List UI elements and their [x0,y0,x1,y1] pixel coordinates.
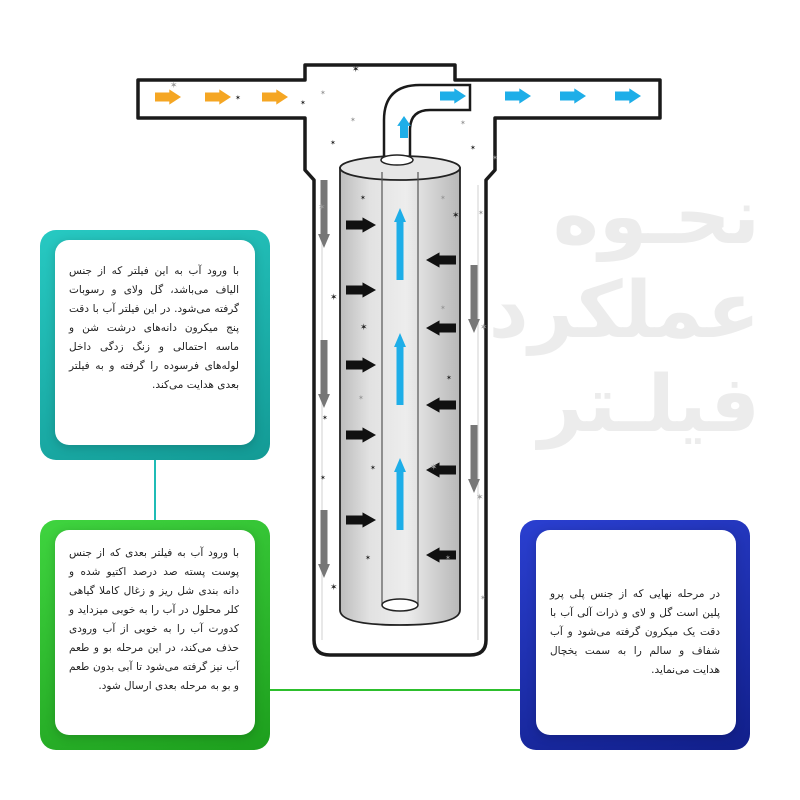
sediment-particle: ✶ [476,493,484,503]
sediment-particle: ✶ [322,414,328,422]
sediment-particle: ✶ [235,94,241,102]
sediment-particle: ✶ [430,463,438,473]
sediment-particle: ✶ [330,293,338,303]
outlet-pipe [382,83,472,160]
inflow-arrow [205,89,231,105]
pressure-arrow [346,357,376,373]
downflow-arrow [468,265,480,333]
pressure-arrow [346,512,376,528]
downflow-arrow [468,425,480,493]
outflow-arrow [440,88,466,104]
sediment-particle: ✶ [492,154,498,162]
page-title-line-1: نحـوه [552,172,760,262]
core-flow-arrow [394,333,406,405]
sediment-particle: ✶ [478,209,484,217]
sediment-particle: ✶ [300,99,306,107]
pressure-arrow [426,397,456,413]
sediment-particle: ✶ [320,89,326,97]
outflow-arrow [397,116,411,138]
sediment-particle: ✶ [480,323,488,333]
inflow-arrow [262,89,288,105]
sediment-particle: ✶ [318,203,326,213]
sediment-particle: ✶ [440,194,446,202]
stage1-card: با ورود آب به این فیلتر که از جنس الیاف … [55,240,255,445]
pressure-arrow [426,252,456,268]
sediment-particle: ✶ [460,119,466,127]
pressure-arrow [346,427,376,443]
stage3-description: در مرحله نهایی که از جنس پلی پرو پلین اس… [550,588,720,676]
sediment-particle: ✶ [365,554,371,562]
core-flow-arrow [394,458,406,530]
downflow-arrow [318,180,330,248]
sediment-particle: ✶ [350,116,356,124]
core-flow-arrow [394,208,406,280]
downflow-arrow [318,510,330,578]
sediment-particle: ✶ [370,464,376,472]
sediment-particle: ✶ [170,81,178,91]
downflow-arrow [318,340,330,408]
stage1-description: با ورود آب به این فیلتر که از جنس الیاف … [69,265,239,391]
sediment-particle: ✶ [360,194,366,202]
sediment-particle: ✶ [470,144,476,152]
stage2-description: با ورود آب به فیلتر بعدی که از جنس پوست … [69,547,239,692]
sediment-particle: ✶ [352,65,360,75]
pressure-arrow [346,282,376,298]
sediment-particle: ✶ [360,323,368,333]
sediment-particle: ✶ [452,211,460,221]
outflow-arrow [505,88,531,104]
pressure-arrow [426,462,456,478]
pressure-arrow [426,547,456,563]
sediment-particle: ✶ [330,583,338,593]
pressure-arrow [426,320,456,336]
sediment-particle: ✶ [440,304,446,312]
inflow-arrow [155,89,181,105]
sediment-particle: ✶ [358,394,364,402]
page-title-line-2: عملکرد [488,266,760,356]
sediment-particle: ✶ [445,554,451,562]
sediment-particle: ✶ [330,139,336,147]
outflow-arrow [615,88,641,104]
sediment-particle: ✶ [480,594,486,602]
page-title-line-3: فیلـتر [538,360,760,450]
sediment-particle: ✶ [446,374,452,382]
stage2-card: با ورود آب به فیلتر بعدی که از جنس پوست … [55,530,255,735]
pressure-arrow [346,217,376,233]
outflow-arrow [560,88,586,104]
sediment-particle: ✶ [320,474,326,482]
stage3-card: در مرحله نهایی که از جنس پلی پرو پلین اس… [536,530,736,735]
